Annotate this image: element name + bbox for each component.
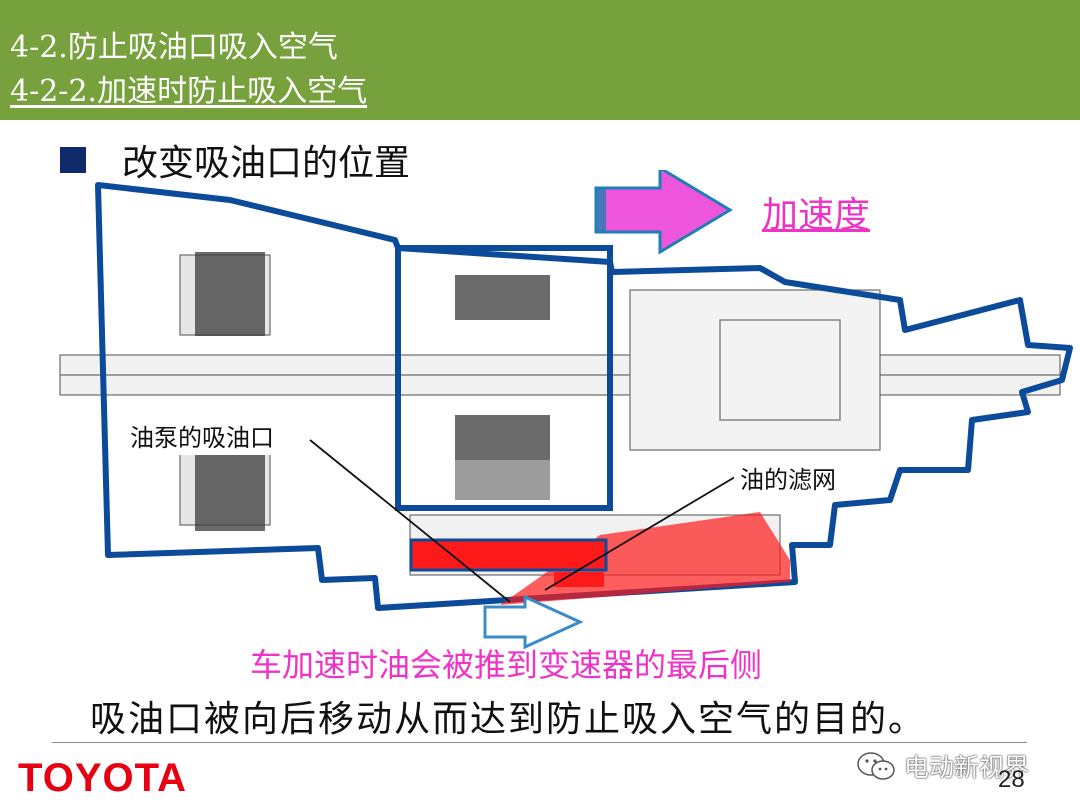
footer-divider bbox=[52, 742, 1027, 743]
subsection-title: 4-2-2.加速时防止吸入空气 bbox=[10, 74, 368, 109]
caption: 车加速时油会被推到变速器的最后侧 bbox=[250, 646, 763, 684]
section-title: 4-2.防止吸油口吸入空气 bbox=[10, 30, 338, 65]
acceleration-arrow bbox=[594, 170, 733, 255]
clutch-packs bbox=[195, 252, 550, 531]
transmission-diagram bbox=[59, 170, 1073, 650]
oil-intake-block bbox=[409, 538, 608, 572]
filter-leader bbox=[544, 473, 741, 591]
wechat-icon bbox=[857, 752, 895, 780]
bullet-text: 改变吸油口的位置 bbox=[122, 143, 411, 184]
acceleration-label: 加速度 bbox=[762, 195, 871, 236]
pump-intake-label: 油泵的吸油口 bbox=[124, 416, 280, 455]
watermark-text: 电动新视界 bbox=[904, 753, 1030, 782]
oil-filter-label: 油的滤网 bbox=[734, 458, 842, 497]
page-number: 28 bbox=[998, 766, 1025, 793]
bullet-heading: 改变吸油口的位置 bbox=[60, 134, 410, 186]
oil-intake-tab bbox=[554, 572, 604, 587]
oil-flow-arrow bbox=[483, 594, 584, 650]
square-bullet-icon bbox=[60, 147, 86, 173]
slide-header: 4-2.防止吸油口吸入空气 4-2-2.加速时防止吸入空气 bbox=[0, 0, 1080, 120]
watermark: 电动新视界 bbox=[856, 748, 1029, 784]
pump-housing-outline bbox=[395, 245, 613, 511]
conclusion-text: 吸油口被向后移动从而达到防止吸入空气的目的。 bbox=[90, 699, 927, 740]
pump-intake-leader bbox=[309, 439, 511, 603]
toyota-logo: TOYOTA bbox=[18, 756, 187, 800]
